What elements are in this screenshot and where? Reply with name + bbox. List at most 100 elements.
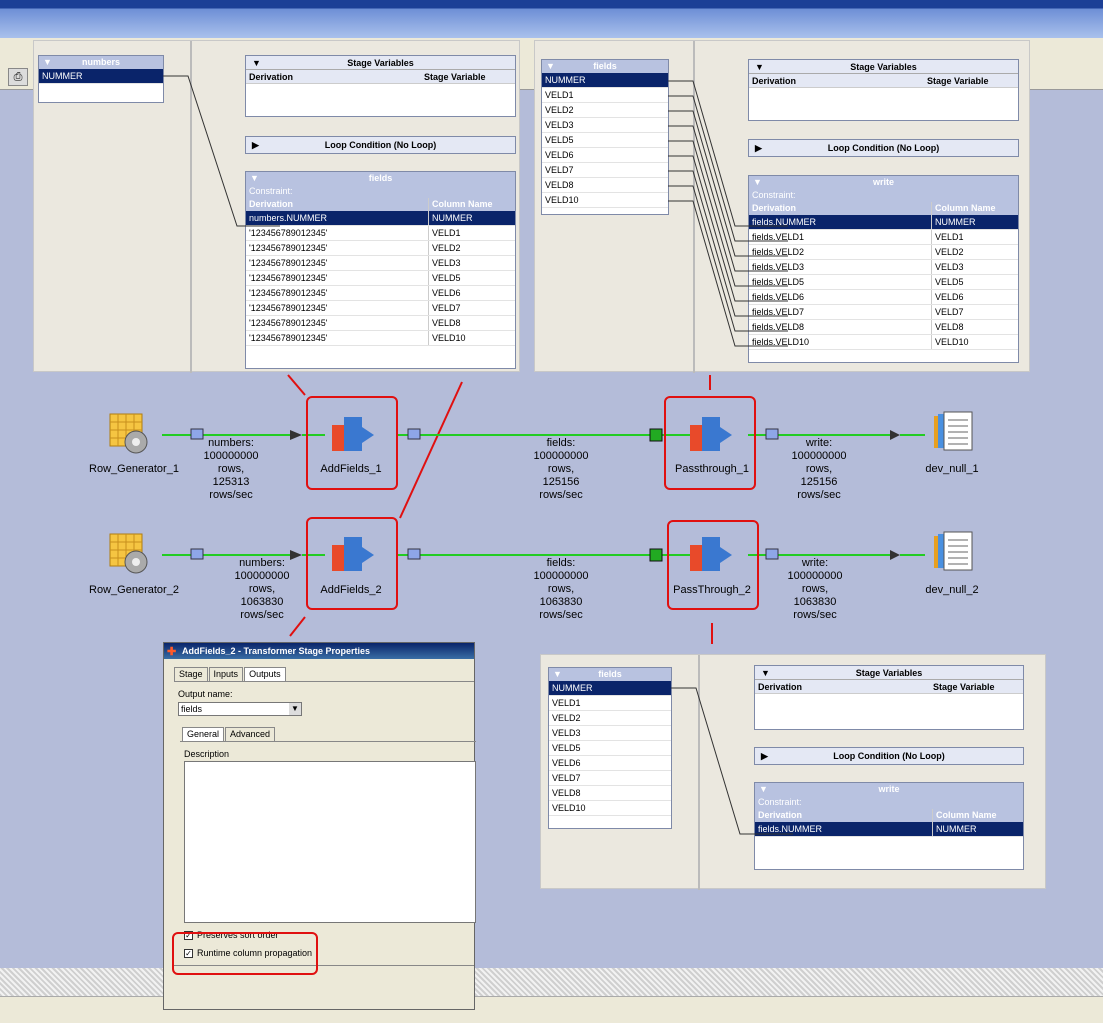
list-item[interactable]: VELD7 <box>542 163 668 178</box>
table-row[interactable]: '123456789012345'VELD10 <box>246 331 515 346</box>
row-generator-icon[interactable] <box>108 532 154 576</box>
stage-variables-title: Stage Variables <box>855 668 923 678</box>
list-item[interactable]: VELD2 <box>549 711 671 726</box>
table-row[interactable]: '123456789012345'VELD7 <box>246 301 515 316</box>
list-item[interactable]: VELD1 <box>542 88 668 103</box>
list-item[interactable]: VELD7 <box>549 771 671 786</box>
table-row[interactable]: '123456789012345'VELD5 <box>246 271 515 286</box>
highlight-box <box>172 932 318 975</box>
chevron-down-icon[interactable]: ▼ <box>289 703 301 715</box>
loop-condition-bar[interactable]: ▶Loop Condition (No Loop) <box>754 747 1024 765</box>
cell-column-name: VELD7 <box>935 307 964 317</box>
list-item[interactable]: VELD5 <box>542 133 668 148</box>
constraint-row[interactable]: Constraint: <box>755 796 1023 809</box>
dialog-title: AddFields_2 - Transformer Stage Properti… <box>182 646 371 656</box>
list-item[interactable]: VELD1 <box>549 696 671 711</box>
link-name: fields: <box>546 437 576 449</box>
tab-advanced[interactable]: Advanced <box>225 727 276 741</box>
row-count: 100000000 <box>234 570 290 582</box>
list-item[interactable]: VELD8 <box>542 178 668 193</box>
table-row[interactable]: '123456789012345'VELD1 <box>246 226 515 241</box>
list-item[interactable]: VELD6 <box>549 756 671 771</box>
print-icon[interactable]: ⎙ <box>8 68 28 86</box>
output-name-select[interactable]: fields ▼ <box>178 702 302 716</box>
output-name-value: fields <box>181 704 203 714</box>
cell-column-name: VELD2 <box>432 243 461 253</box>
rate-unit: rows/sec <box>793 609 837 621</box>
list-item[interactable]: VELD10 <box>549 801 671 816</box>
cell-derivation: fields.VELD1 <box>749 230 932 244</box>
constraint-row[interactable]: Constraint: <box>749 189 1018 202</box>
list-item[interactable]: NUMMER <box>549 681 671 696</box>
loop-condition-bar[interactable]: ▶Loop Condition (No Loop) <box>245 136 516 154</box>
list-item[interactable]: VELD5 <box>549 741 671 756</box>
preserve-sort-checkbox[interactable]: ✓ <box>184 930 193 940</box>
rows-label: rows, <box>805 463 833 475</box>
tab-stage[interactable]: Stage <box>174 667 208 681</box>
table-row[interactable]: '123456789012345'VELD3 <box>246 256 515 271</box>
transformer-icon[interactable] <box>688 535 736 577</box>
list-item[interactable]: VELD6 <box>542 148 668 163</box>
list-item[interactable]: NUMMER <box>542 73 668 88</box>
grid-header: ▼numbers <box>39 56 163 69</box>
tab-inputs[interactable]: Inputs <box>208 667 244 681</box>
preserve-sort-row[interactable]: ✓ Preserves sort order <box>184 930 279 940</box>
rate-unit: rows/sec <box>209 489 253 501</box>
sequential-file-icon[interactable] <box>930 530 976 574</box>
cell-derivation: fields.NUMMER <box>755 822 933 836</box>
list-item[interactable]: NUMMER <box>39 69 163 84</box>
transformer-icon[interactable] <box>330 415 378 457</box>
input-link-title: numbers <box>81 57 120 67</box>
cell-derivation: fields.VELD3 <box>749 260 932 274</box>
splitter[interactable] <box>693 41 695 373</box>
table-row[interactable]: '123456789012345'VELD2 <box>246 241 515 256</box>
cell-column-name: VELD3 <box>935 262 964 272</box>
loop-condition-bar[interactable]: ▶Loop Condition (No Loop) <box>748 139 1019 157</box>
transformer-icon[interactable] <box>688 415 736 457</box>
rate: 1063830 <box>240 596 284 608</box>
rcp-row[interactable]: ✓ Runtime column propagation <box>184 948 312 958</box>
row-generator-icon[interactable] <box>108 412 154 456</box>
list-item[interactable]: VELD10 <box>542 193 668 208</box>
tab-divider <box>174 681 474 682</box>
rate: 125156 <box>800 476 838 488</box>
list-item[interactable]: VELD3 <box>549 726 671 741</box>
table-row[interactable]: '123456789012345'VELD8 <box>246 316 515 331</box>
mapping-lines <box>668 80 793 835</box>
tab-outputs[interactable]: Outputs <box>244 667 286 681</box>
grid-header: ▼fields <box>549 668 671 681</box>
stage-properties-dialog: ✚ AddFields_2 - Transformer Stage Proper… <box>163 642 476 1010</box>
tab-general[interactable]: General <box>182 727 225 741</box>
list-item[interactable]: VELD8 <box>549 786 671 801</box>
list-item[interactable]: VELD2 <box>542 103 668 118</box>
stage-label: dev_null_1 <box>925 463 979 475</box>
output-link-title: write <box>872 177 894 187</box>
rcp-checkbox[interactable]: ✓ <box>184 948 193 958</box>
splitter[interactable] <box>698 655 700 890</box>
list-item[interactable]: VELD3 <box>542 118 668 133</box>
splitter[interactable] <box>190 41 192 373</box>
table-row[interactable]: '123456789012345'VELD6 <box>246 286 515 301</box>
description-textarea[interactable] <box>184 761 476 923</box>
transformer-icon[interactable] <box>330 535 378 577</box>
cell-derivation: '123456789012345' <box>246 256 429 270</box>
loop-condition-label: Loop Condition (No Loop) <box>827 143 940 153</box>
output-link-title: write <box>878 784 900 794</box>
sequential-file-icon[interactable] <box>930 410 976 454</box>
constraint-row[interactable]: Constraint: <box>246 185 515 198</box>
